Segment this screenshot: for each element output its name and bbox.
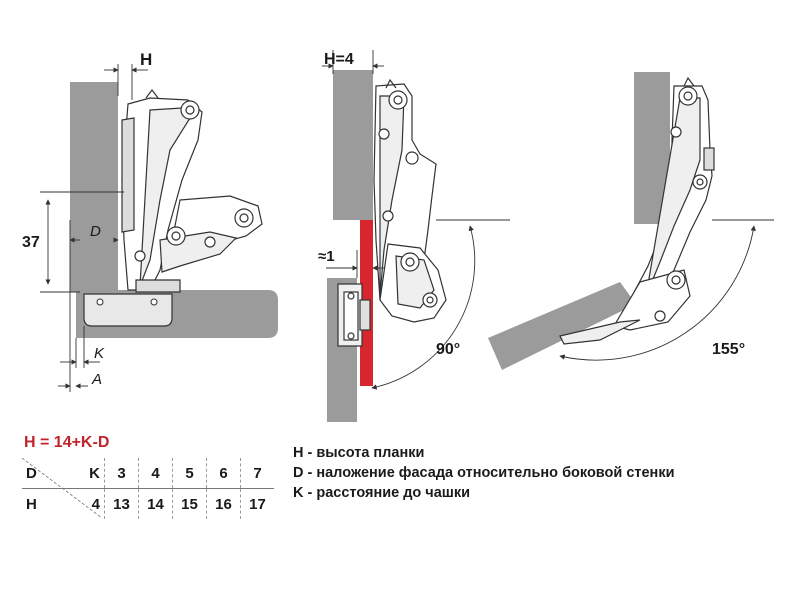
table-cell: 16 (206, 488, 241, 519)
hinge-cup (337, 283, 371, 347)
label-angle-155: 155° (712, 341, 745, 358)
side-wall (70, 82, 118, 292)
formula: H = 14+K-D (24, 434, 110, 451)
table-cell: 7 (240, 458, 274, 489)
table-cell: 15 (172, 488, 207, 519)
table-row: D K 3 4 5 6 7 (22, 458, 274, 489)
table-row: H 4 13 14 15 16 17 (22, 488, 274, 519)
hinge-cup (83, 293, 173, 327)
panel-hinge-155: 155° (488, 72, 774, 370)
size-table: D K 3 4 5 6 7 H 4 13 14 15 16 17 (22, 458, 274, 519)
table-cell: 13 (104, 488, 139, 519)
legend-item-d: D - наложение фасада относительно боково… (293, 465, 675, 481)
label-h: H (140, 50, 152, 69)
side-wall-upper (333, 70, 373, 220)
label-d: D (90, 223, 101, 240)
table-corner-d: D (22, 458, 66, 489)
dimension-lines (559, 219, 774, 361)
table-cell: 4 (66, 488, 105, 519)
table-cell: 5 (172, 458, 207, 489)
table-cell: 6 (206, 458, 241, 489)
label-angle-90: 90° (436, 341, 460, 358)
hinge-arm (121, 89, 263, 293)
label-k: K (94, 345, 105, 362)
label-approx-1: ≈1 (318, 248, 335, 265)
table-cell: 4 (138, 458, 173, 489)
table-corner-h: H (26, 495, 37, 513)
legend: H - высота планки D - наложение фасада о… (293, 443, 693, 503)
table-cell: 3 (104, 458, 139, 489)
dimension-lines (40, 64, 148, 392)
label-h4: H=4 (324, 51, 354, 68)
dimension-lines (322, 50, 510, 390)
panel-inset-hinge-90: H=4 ≈1 90° (318, 50, 510, 422)
table-cell: 14 (138, 488, 173, 519)
table-diagonal (22, 458, 103, 518)
table-k-label: K (66, 458, 105, 489)
panel-overlay-hinge: H 37 D K A (22, 50, 278, 392)
label-37: 37 (22, 234, 40, 251)
hinge-arm (373, 78, 447, 323)
label-a: A (91, 371, 102, 388)
legend-item-h: H - высота планки (293, 445, 425, 461)
table-cell: 17 (249, 495, 266, 513)
legend-item-k: K - расстояние до чашки (293, 485, 471, 501)
